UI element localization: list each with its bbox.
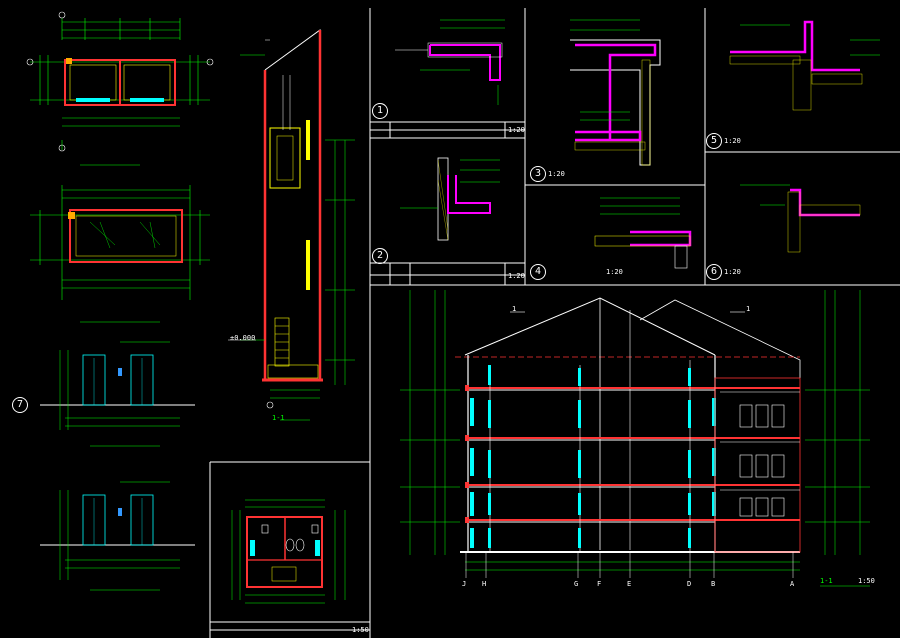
- axis-bubble-B: B: [711, 580, 716, 588]
- section-title: 1-1: [820, 577, 833, 585]
- axis-bubble-H: H: [482, 580, 487, 588]
- detail-scale-5: 1:20: [724, 137, 741, 145]
- detail-1-drawing: [395, 19, 505, 105]
- detail-5-drawing: [729, 20, 880, 111]
- cut-marker-right: 1: [746, 305, 751, 313]
- toilet-plan: [231, 499, 346, 604]
- elevation-bottom-left: [40, 481, 195, 591]
- axis-bubble-E: E: [627, 580, 632, 588]
- axis-bubble-G: G: [574, 580, 579, 588]
- detail-marker-2: 2: [372, 248, 388, 264]
- elevator-shaft-section: [228, 29, 355, 421]
- detail-marker-7: 7: [12, 397, 28, 413]
- axis-bubble-J: J: [462, 580, 467, 588]
- axis-bubble-D: D: [687, 580, 692, 588]
- sheet-partition-lines: [209, 8, 900, 638]
- shaft-section-title: 1-1: [272, 414, 285, 422]
- axis-bubble-F: F: [597, 580, 602, 588]
- detail-marker-3: 3: [530, 166, 546, 182]
- detail-4-drawing: [594, 197, 692, 269]
- detail-scale-4: 1:20: [606, 268, 623, 276]
- detail-scale-3: 1:20: [548, 170, 565, 178]
- detail-marker-5: 5: [706, 133, 722, 149]
- detail-marker-6: 6: [706, 264, 722, 280]
- detail-scale-2: 1:20: [508, 272, 525, 280]
- main-building-section: [400, 290, 870, 587]
- detail-3-drawing: [570, 19, 661, 166]
- elevation-detail-7: [40, 341, 195, 447]
- detail-marker-1: 1: [372, 103, 388, 119]
- plan-top-left: [26, 11, 214, 166]
- toilet-plan-scale: 1:50: [352, 626, 369, 634]
- section-scale: 1:50: [858, 577, 875, 585]
- detail-6-drawing: [740, 184, 861, 253]
- axis-bubble-A: A: [790, 580, 795, 588]
- detail-marker-4: 4: [530, 264, 546, 280]
- detail-scale-1: 1:20: [508, 126, 525, 134]
- cut-marker-left: 1: [512, 305, 517, 313]
- detail-2-drawing: [400, 157, 500, 241]
- detail-scale-6: 1:20: [724, 268, 741, 276]
- ground-level-mark: ±0.000: [230, 334, 256, 342]
- plan-middle-left: [30, 185, 210, 323]
